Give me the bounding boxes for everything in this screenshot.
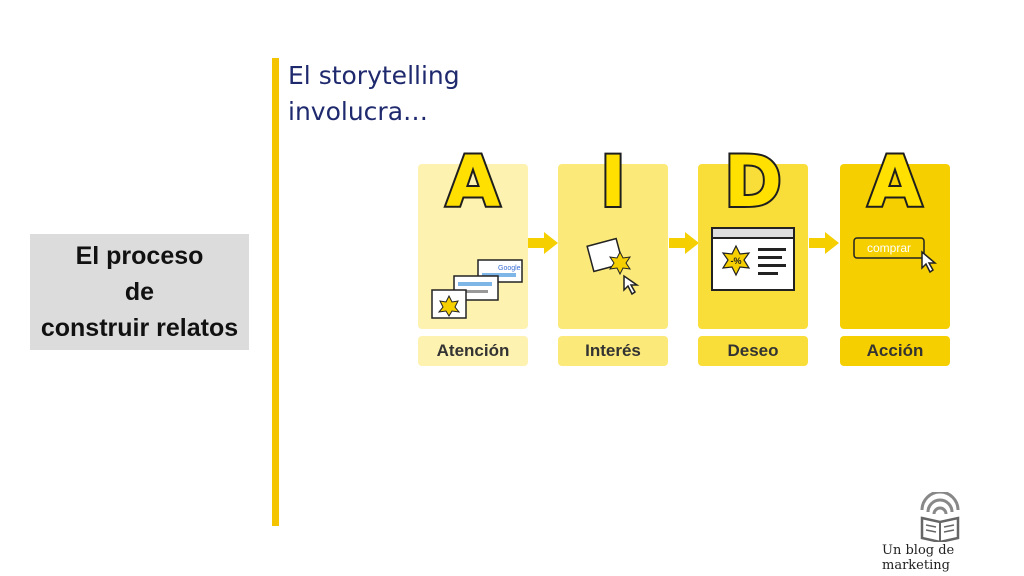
stage-label-desire: Deseo [698,336,808,366]
blog-logo-text: Un blog de marketing [882,543,955,573]
process-title-line2: de [124,278,155,306]
heading-line1: El storytelling [288,61,460,90]
discount-window-icon: -% [711,227,795,291]
blog-logo-icon [920,492,960,542]
stage-label-interest: Interés [558,336,668,366]
stage-letter-desire: D [722,140,784,224]
stage-label-action: Acción [840,336,950,366]
buy-button-text: comprar [867,241,911,255]
google-text: Google [498,265,521,272]
stage-panel-desire: -% [698,164,808,329]
discount-text: -% [731,256,742,266]
stage-panel-interest [558,164,668,329]
aida-diagram: Google Atención A Interés I [415,140,955,370]
card-click-icon [586,237,640,296]
slide-heading: El storytelling involucra… [288,58,548,130]
browser-windows-icon: Google [431,259,523,319]
arrow-right-icon [809,232,839,254]
buy-button-icon: comprar [853,237,938,274]
stage-letter-attention: A [444,140,502,224]
vertical-divider [272,58,279,526]
process-title-box: El proceso de construir relatos [30,234,249,350]
stage-panel-attention: Google [418,164,528,329]
arrow-right-icon [669,232,699,254]
process-title-line1: El proceso [75,242,204,270]
heading-line2: involucra… [288,97,429,126]
arrow-right-icon [528,232,558,254]
stage-panel-action: comprar [840,164,950,329]
stage-letter-interest: I [598,140,628,224]
process-title-line3: construir relatos [40,314,239,342]
stage-label-attention: Atención [418,336,528,366]
stage-letter-action: A [866,140,924,224]
